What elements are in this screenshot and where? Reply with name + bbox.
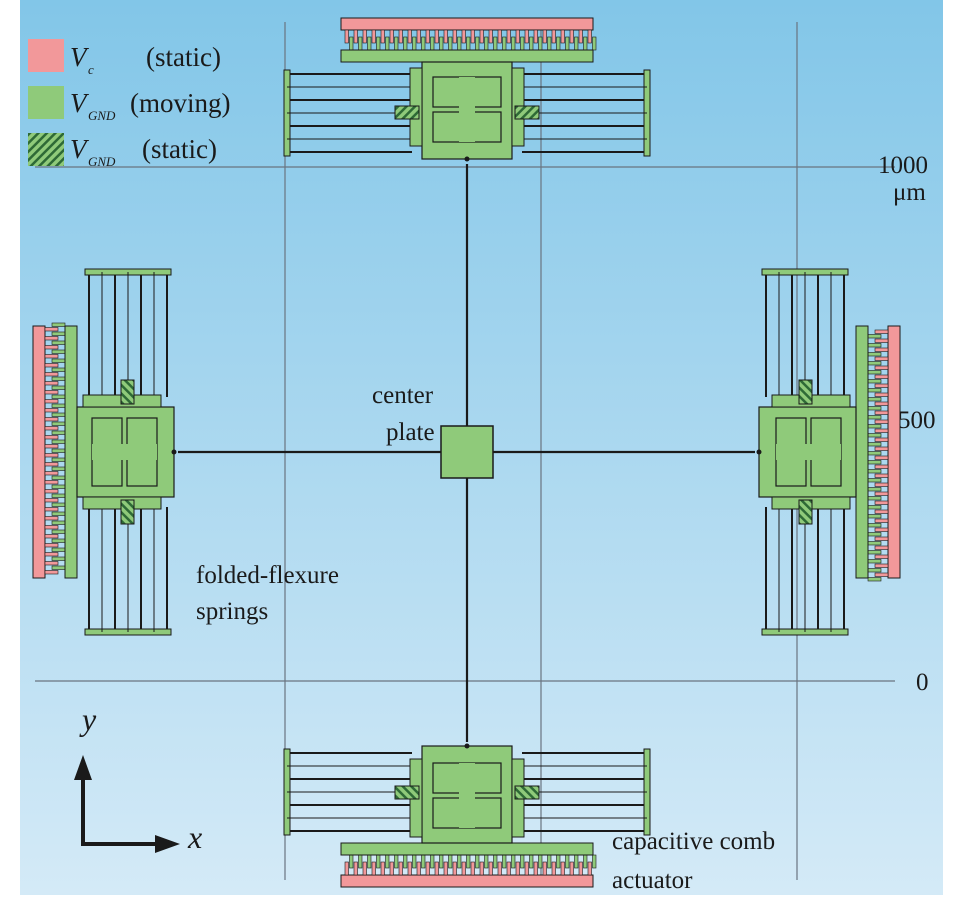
tick-label-1000: 1000 <box>878 152 928 179</box>
legend-state-3: (static) <box>142 134 217 164</box>
y-axis-label: y <box>79 701 97 737</box>
bottom-actuator <box>283 743 651 888</box>
legend-symbol-1: V <box>70 42 90 72</box>
svg-text:V: V <box>70 42 90 72</box>
legend-swatch-vc-static <box>28 39 64 72</box>
legend-state-2: (moving) <box>130 88 231 118</box>
right-actuator <box>756 268 901 636</box>
x-axis-label: x <box>187 819 202 855</box>
tethers <box>178 164 755 742</box>
label-folded-flexure: folded-flexure <box>196 562 339 589</box>
legend-subscript-2: GND <box>88 108 116 123</box>
legend-subscript-1: c <box>88 62 94 77</box>
label-springs: springs <box>196 598 268 625</box>
legend-subscript-3: GND <box>88 154 116 169</box>
legend-symbol-3: V <box>70 134 90 164</box>
legend-state-1: (static) <box>146 42 221 72</box>
y-axis-arrowhead <box>74 755 92 780</box>
tick-unit: μm <box>893 179 926 206</box>
x-axis-arrowhead <box>155 835 180 853</box>
legend-swatch-vgnd-moving <box>28 86 64 119</box>
tick-label-0: 0 <box>916 669 929 696</box>
label-center: center <box>372 382 434 409</box>
center-plate <box>440 425 494 479</box>
left-actuator <box>32 268 177 636</box>
legend: V c (static) V GND (moving) V GND (stati… <box>28 39 231 169</box>
label-capacitive-comb: capacitive comb <box>612 828 775 855</box>
top-actuator <box>283 17 651 162</box>
legend-swatch-vgnd-static <box>28 133 64 166</box>
tick-label-500: 500 <box>898 407 936 434</box>
legend-symbol-2: V <box>70 88 90 118</box>
coordinate-axes: y x <box>74 701 202 855</box>
label-plate: plate <box>386 419 435 446</box>
label-actuator: actuator <box>612 867 693 894</box>
